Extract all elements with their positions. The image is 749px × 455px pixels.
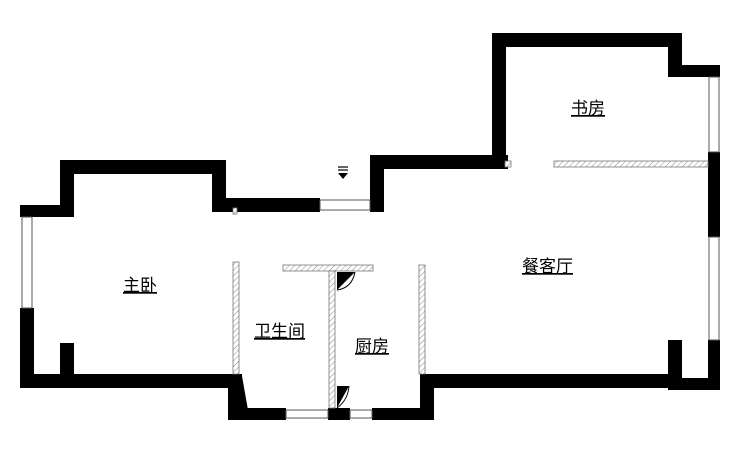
room-label-bathroom: 卫生间 <box>254 322 305 342</box>
outer-walls <box>20 33 720 420</box>
room-label-kitchen: 厨房 <box>355 337 389 357</box>
room-label-living-dining: 餐客厅 <box>522 257 573 277</box>
doors <box>242 271 356 410</box>
room-label-study: 书房 <box>571 99 605 119</box>
partitions <box>232 160 709 409</box>
windows <box>21 76 720 419</box>
entrance-arrow-icon <box>338 166 348 179</box>
room-label-master-bedroom: 主卧 <box>123 276 157 296</box>
